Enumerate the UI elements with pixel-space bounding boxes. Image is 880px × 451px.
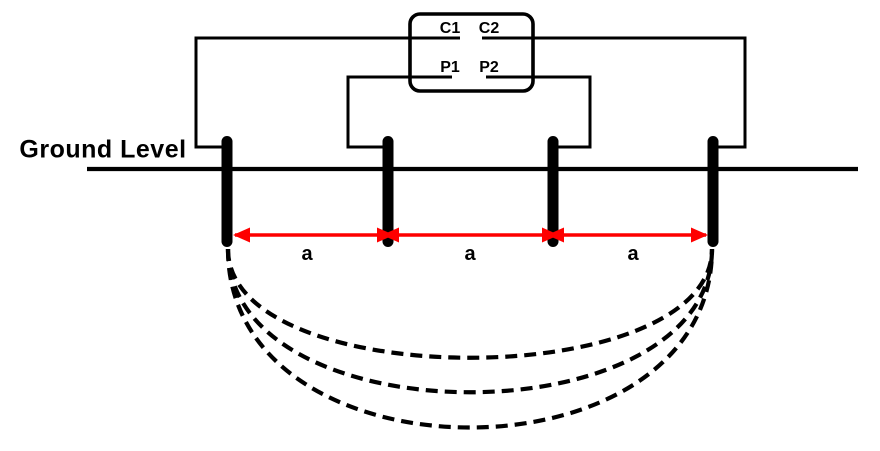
terminal-p2-label: P2	[479, 59, 499, 76]
spacing-arrows	[233, 227, 708, 243]
p2-wire	[486, 75, 592, 149]
arrowhead-1-left	[233, 227, 250, 243]
terminal-p1-label: P1	[440, 59, 460, 76]
arrowhead-3-left	[547, 227, 564, 243]
terminal-c2-label: C2	[478, 20, 500, 37]
arrowhead-2-left	[382, 227, 399, 243]
electrodes	[221, 136, 719, 247]
current-path-arcs	[225, 248, 715, 430]
electrode-3	[547, 136, 559, 247]
current-arc-deep	[225, 248, 715, 430]
spacing-a-label-1: a	[301, 243, 313, 265]
c2-wire	[482, 36, 747, 149]
electrode-1	[221, 136, 233, 247]
c1-wire	[194, 36, 460, 149]
instrument-box	[408, 12, 535, 93]
current-arc-middle	[225, 248, 715, 395]
p1-wire	[346, 75, 452, 149]
arrowhead-3-right	[691, 227, 708, 243]
spacing-a-label-2: a	[464, 243, 476, 265]
wires	[194, 36, 747, 149]
terminal-c1-label: C1	[439, 20, 461, 37]
spacing-a-label-3: a	[627, 243, 639, 265]
electrode-4	[707, 136, 719, 247]
ground-level-label: Ground Level	[19, 135, 187, 164]
current-arc-shallow	[225, 248, 715, 360]
electrode-2	[382, 136, 394, 247]
